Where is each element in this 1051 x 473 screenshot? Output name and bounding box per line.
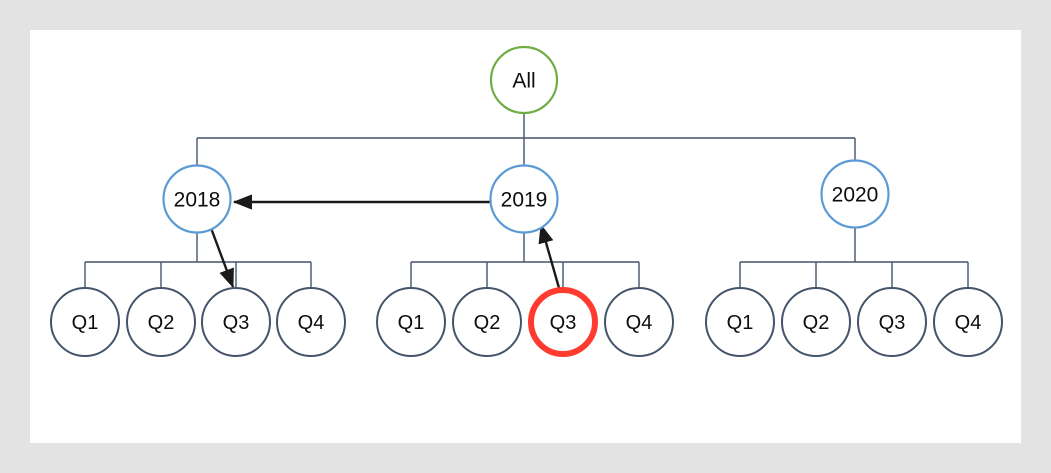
node-quarter-y2020-Q1[interactable]: Q1 — [705, 287, 775, 357]
node-quarter-y2020-Q1-circle[interactable] — [705, 287, 775, 357]
node-quarter-y2018-Q2-circle[interactable] — [126, 287, 196, 357]
node-quarter-y2018-Q3[interactable]: Q3 — [201, 287, 271, 357]
arrow-q2019-3-to-2019 — [538, 223, 561, 289]
node-quarter-y2018-Q1-circle[interactable] — [50, 287, 120, 357]
node-quarter-y2020-Q2[interactable]: Q2 — [781, 287, 851, 357]
arrow-2018-to-q2018-3 — [209, 227, 235, 289]
annotation-arrows — [209, 194, 561, 289]
node-year-2019-circle[interactable] — [489, 164, 559, 234]
node-quarter-y2020-Q3-circle[interactable] — [857, 287, 927, 357]
node-root-all[interactable]: All — [489, 45, 559, 115]
node-quarter-y2019-Q1[interactable]: Q1 — [376, 287, 446, 357]
node-quarter-y2018-Q2[interactable]: Q2 — [126, 287, 196, 357]
node-year-2018-circle[interactable] — [162, 164, 232, 234]
node-year-2020[interactable]: 2020 — [820, 159, 890, 229]
node-quarter-y2019-Q3-selected-circle[interactable] — [528, 287, 598, 357]
node-quarter-y2020-Q4[interactable]: Q4 — [933, 287, 1003, 357]
connector-lines — [84, 113, 969, 290]
node-year-2018[interactable]: 2018 — [162, 164, 232, 234]
node-quarter-y2019-Q4[interactable]: Q4 — [604, 287, 674, 357]
node-quarter-y2018-Q1[interactable]: Q1 — [50, 287, 120, 357]
node-quarter-y2019-Q2-circle[interactable] — [452, 287, 522, 357]
node-quarter-y2020-Q4-circle[interactable] — [933, 287, 1003, 357]
node-quarter-y2019-Q3-selected[interactable]: Q3 — [528, 287, 598, 357]
node-year-2019[interactable]: 2019 — [489, 164, 559, 234]
node-quarter-y2020-Q2-circle[interactable] — [781, 287, 851, 357]
node-quarter-y2018-Q4[interactable]: Q4 — [276, 287, 346, 357]
node-year-2020-circle[interactable] — [820, 159, 890, 229]
node-quarter-y2018-Q4-circle[interactable] — [276, 287, 346, 357]
node-quarter-y2018-Q3-circle[interactable] — [201, 287, 271, 357]
node-quarter-y2020-Q3[interactable]: Q3 — [857, 287, 927, 357]
node-root-all-circle[interactable] — [489, 45, 559, 115]
node-quarter-y2019-Q1-circle[interactable] — [376, 287, 446, 357]
node-quarter-y2019-Q2[interactable]: Q2 — [452, 287, 522, 357]
node-quarter-y2019-Q4-circle[interactable] — [604, 287, 674, 357]
